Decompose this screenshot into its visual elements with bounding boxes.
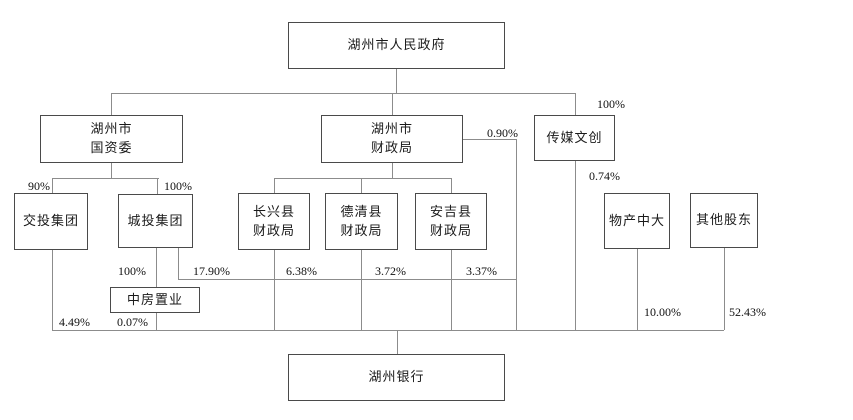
ownership-label-others-stake: 52.43%	[729, 305, 766, 319]
node-zhongfang-real-estate: 中房置业	[110, 287, 200, 313]
ownership-label-media-stake: 0.74%	[589, 169, 620, 183]
connector	[392, 93, 393, 115]
ownership-label-sasac-to-chengtou: 100%	[164, 179, 192, 193]
node-other-shareholders: 其他股东	[690, 193, 758, 248]
ownership-label-chengtou-to-zhongfang: 100%	[118, 264, 146, 278]
connector	[274, 250, 275, 330]
node-wuchan-zhongda: 物产中大	[604, 193, 670, 249]
connector	[111, 93, 575, 94]
connector	[575, 93, 576, 115]
connector	[156, 248, 157, 287]
node-huzhou-bank: 湖州银行	[288, 354, 505, 401]
node-huzhou-finance-bureau: 湖州市 财政局	[321, 115, 463, 163]
node-urban-investment-group: 城投集团	[118, 194, 193, 248]
ownership-label-gov-to-media: 100%	[597, 97, 625, 111]
ownership-label-finance-direct: 0.90%	[487, 126, 518, 140]
node-huzhou-sasac: 湖州市 国资委	[40, 115, 183, 163]
connector	[52, 178, 159, 179]
connector	[111, 93, 112, 115]
connector	[111, 163, 112, 178]
connector	[516, 139, 517, 330]
ownership-label-wuchan-stake: 10.00%	[644, 305, 681, 319]
ownership-label-zhongfang-stake: 0.07%	[117, 315, 148, 329]
connector	[156, 313, 157, 330]
connector	[724, 248, 725, 330]
node-anji-county-finance-bureau: 安吉县 财政局	[415, 193, 487, 250]
node-changxing-county-finance-bureau: 长兴县 财政局	[238, 193, 310, 250]
connector	[361, 250, 362, 330]
connector	[451, 250, 452, 330]
connector	[178, 248, 179, 279]
connector	[274, 178, 451, 179]
ownership-label-deqing-stake: 3.72%	[375, 264, 406, 278]
connector	[361, 178, 362, 193]
connector	[397, 330, 398, 354]
connector	[637, 249, 638, 330]
node-deqing-county-finance-bureau: 德清县 财政局	[325, 193, 398, 250]
connector	[575, 161, 576, 330]
node-huzhou-people-government: 湖州市人民政府	[288, 22, 505, 69]
connector	[396, 69, 397, 93]
node-media-culture-creative: 传媒文创	[534, 115, 615, 161]
connector	[52, 250, 53, 330]
node-transport-investment-group: 交投集团	[14, 193, 88, 250]
ownership-label-sasac-to-jiaotou: 90%	[28, 179, 50, 193]
ownership-label-changxing-stake: 6.38%	[286, 264, 317, 278]
connector	[52, 178, 53, 193]
ownership-label-anji-stake: 3.37%	[466, 264, 497, 278]
connector	[463, 139, 516, 140]
connector	[274, 178, 275, 193]
ownership-label-jiaotou-stake: 4.49%	[59, 315, 90, 329]
ownership-label-chengtou-stake: 17.90%	[193, 264, 230, 278]
connector	[157, 178, 158, 194]
connector	[178, 279, 516, 280]
connector	[52, 330, 724, 331]
connector	[451, 178, 452, 193]
connector	[392, 163, 393, 178]
